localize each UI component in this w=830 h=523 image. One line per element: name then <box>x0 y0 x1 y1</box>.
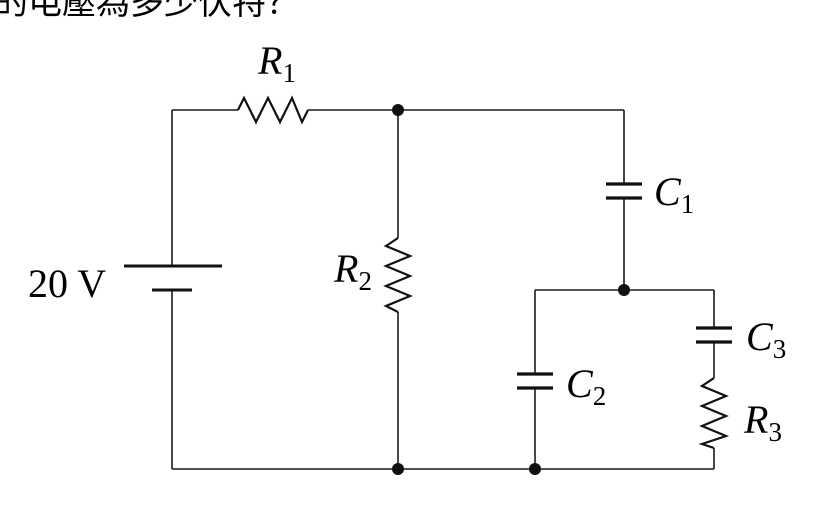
label-r2: R2 <box>333 246 372 296</box>
junction-bottom-r2 <box>392 463 404 475</box>
label-r3: R3 <box>743 397 782 447</box>
label-c3: C3 <box>746 314 786 364</box>
battery-label: 20 V <box>28 261 106 306</box>
header-text: 的电壓為多少伏特？ <box>0 0 300 23</box>
resistor-r1 <box>237 95 309 125</box>
resistor-r3 <box>698 377 730 450</box>
junction-middle-c1 <box>618 284 630 296</box>
label-r1: R1 <box>257 38 296 88</box>
capacitor-c1 <box>606 182 642 200</box>
capacitor-c3 <box>696 326 732 344</box>
resistor-r2 <box>383 237 413 313</box>
junction-bottom-c2 <box>529 463 541 475</box>
label-c2: C2 <box>566 361 606 411</box>
battery-20v <box>124 264 222 292</box>
junction-top-r2 <box>392 104 404 116</box>
capacitor-c2 <box>517 372 553 390</box>
label-c1: C1 <box>654 169 694 219</box>
